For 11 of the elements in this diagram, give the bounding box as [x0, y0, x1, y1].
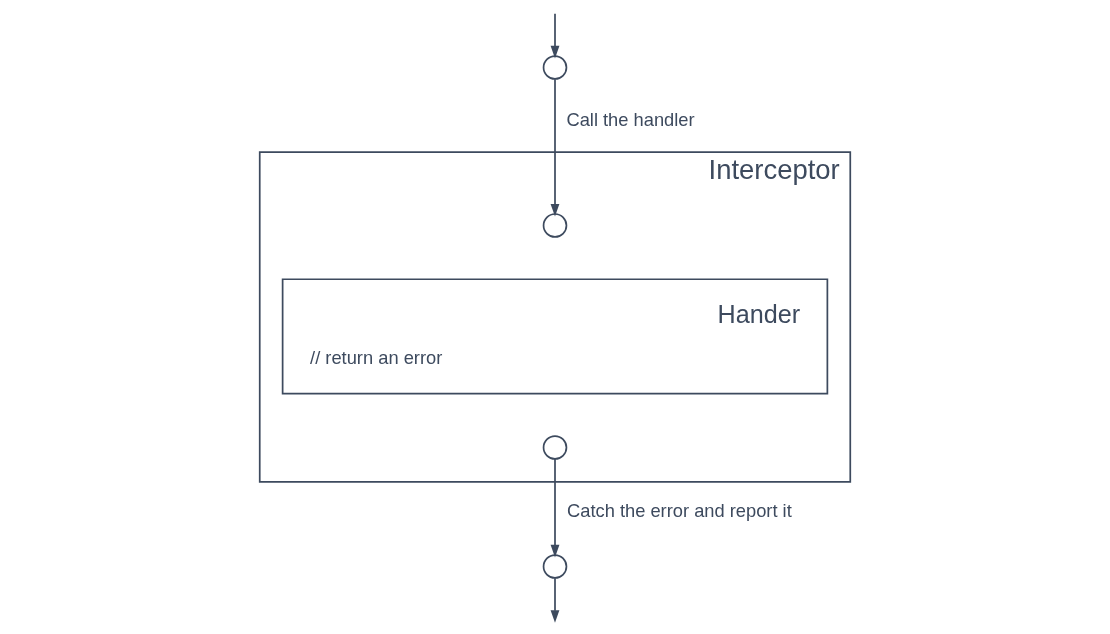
edge-label: Catch the error and report it [567, 500, 792, 522]
node-circle [542, 435, 568, 460]
node-circle [542, 554, 568, 579]
arrow [550, 13, 560, 59]
arrow [550, 458, 560, 558]
edge-label: Call the handler [566, 108, 695, 130]
node-circle [542, 213, 568, 238]
node-circle [542, 55, 568, 80]
arrow [550, 577, 560, 623]
node-box: Hander // return an error [281, 278, 829, 395]
arrow [550, 78, 560, 217]
